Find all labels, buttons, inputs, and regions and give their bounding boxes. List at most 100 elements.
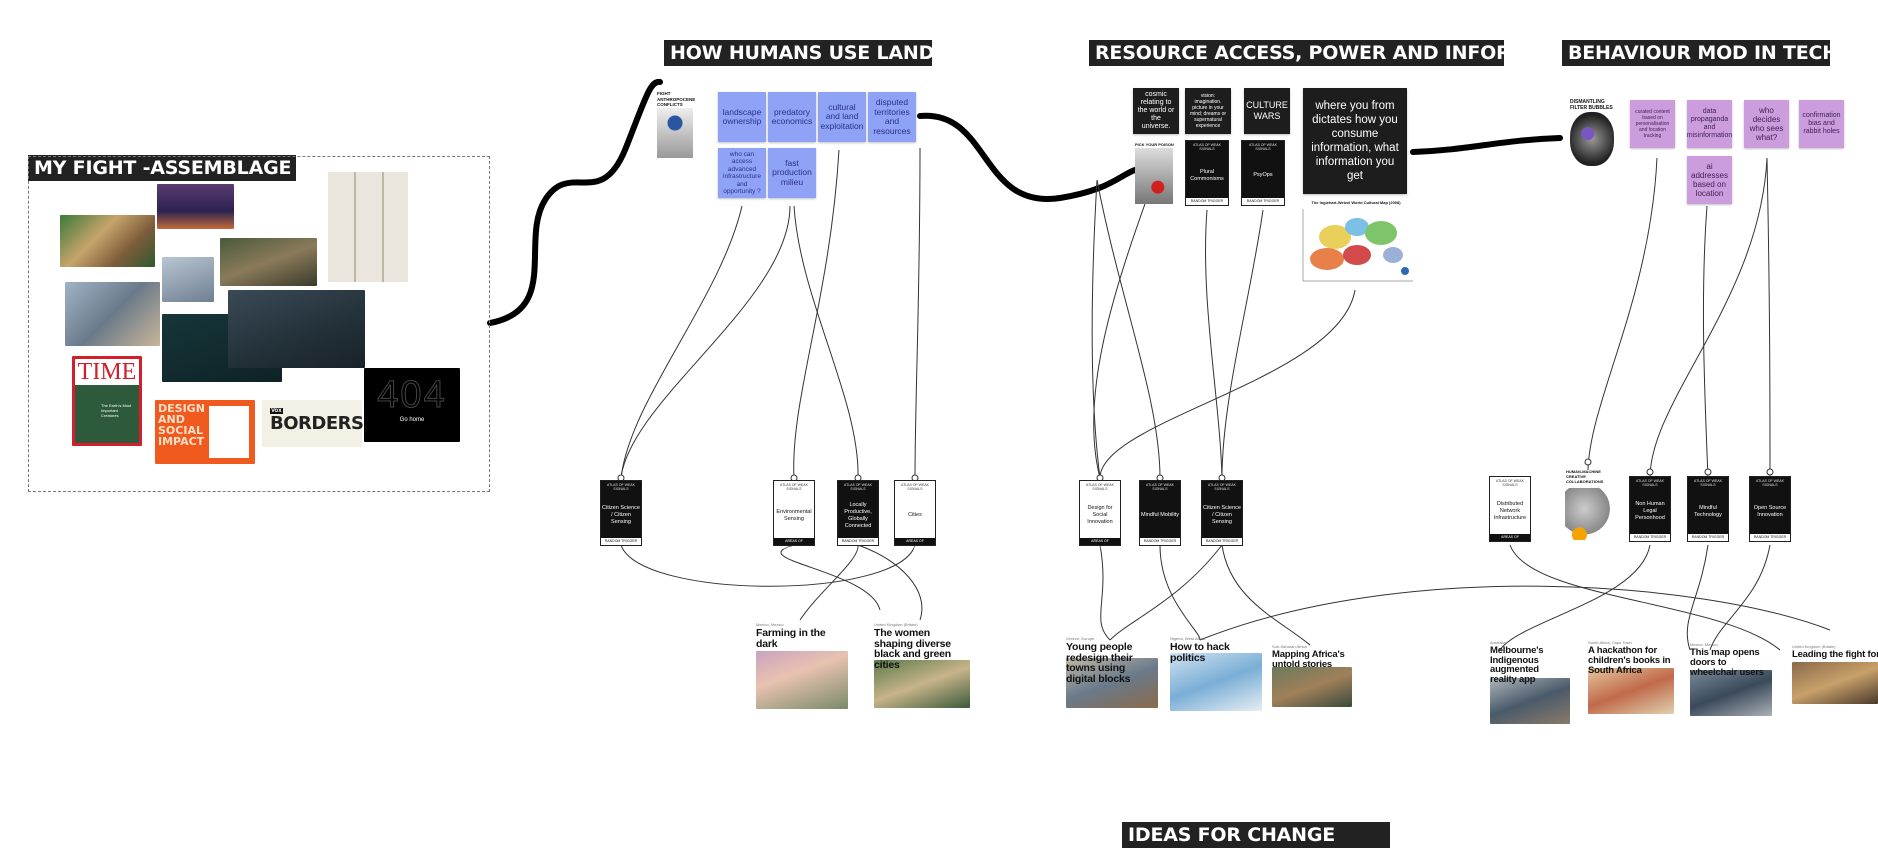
card-plural-commonisms[interactable]: ATLAS OF WEAK SIGNALS Plural Commonisms … bbox=[1185, 140, 1229, 206]
article-title: Young people redesign their towns using … bbox=[1066, 641, 1133, 685]
time-magazine-cover: TIME The Earth's Most Important Creature… bbox=[72, 356, 142, 446]
card-psyops[interactable]: ATLAS OF WEAK SIGNALS PsyOps RANDOM TRIG… bbox=[1241, 140, 1285, 206]
article-image bbox=[1792, 662, 1878, 704]
article-image bbox=[1490, 678, 1570, 724]
article-animal-rights[interactable]: United Kingdom (Britain) Leading the fig… bbox=[1792, 644, 1878, 717]
design-social-impact-book: DESIGN AND SOCIAL IMPACT bbox=[155, 400, 255, 464]
sticky-who-decides[interactable]: who decides who sees what? bbox=[1744, 100, 1789, 148]
card-label: Mindful Mobility bbox=[1141, 512, 1179, 518]
article-kicker: Mexico, Mexico bbox=[756, 622, 784, 627]
article-title: Mapping Africa's untold stories bbox=[1272, 649, 1345, 670]
article-body bbox=[1170, 714, 1262, 724]
card-bottom-label: RANDOM TRIGGER bbox=[1140, 538, 1180, 545]
article-title: A hackathon for children's books in Sout… bbox=[1588, 645, 1671, 676]
sticky-confirmation-bias[interactable]: confirmation bias and rabbit holes bbox=[1799, 100, 1844, 148]
card-bottom-label: AREAS OF OPPORTUNITY bbox=[1080, 538, 1120, 550]
article-women-shaping-cities[interactable]: United Kingdom (Britain) The women shapi… bbox=[874, 622, 970, 721]
card-bottom-label: RANDOM TRIGGER bbox=[1688, 534, 1728, 541]
photo-group bbox=[220, 238, 317, 286]
article-title: Leading the fight for animal rights bbox=[1792, 650, 1878, 660]
article-image bbox=[1690, 670, 1772, 716]
card-top-label: ATLAS OF WEAK SIGNALS bbox=[1193, 143, 1221, 151]
article-mapping-africa[interactable]: Sub-Saharan Africa Mapping Africa's unto… bbox=[1272, 644, 1352, 720]
article-hackathon-childrens-books[interactable]: South Africa, Cape Town A hackathon for … bbox=[1588, 640, 1674, 727]
card-bottom-label: RANDOM TRIGGER bbox=[1186, 198, 1228, 205]
signal-card-non-human-personhood[interactable]: ATLAS OF WEAK SIGNALS Non Human Legal Pe… bbox=[1629, 476, 1671, 542]
borders-title: BORDERS bbox=[270, 413, 364, 434]
sticky-disputed-territories[interactable]: disputed territories and resources bbox=[868, 92, 916, 142]
sticky-cultural-exploitation[interactable]: cultural and land exploitation bbox=[818, 92, 866, 142]
signal-card-design-social-innovation[interactable]: ATLAS OF WEAK SIGNALS Design for Social … bbox=[1079, 480, 1121, 550]
card-bottom-label: RANDOM TRIGGER bbox=[838, 538, 878, 545]
photo-town bbox=[60, 215, 155, 267]
error-code: 404 bbox=[377, 374, 447, 417]
card-label: PsyOps bbox=[1253, 172, 1273, 178]
sticky-curated-content[interactable]: curated content based on personalisation… bbox=[1630, 100, 1675, 148]
card-bottom-label: RANDOM TRIGGER bbox=[1750, 534, 1790, 541]
header-my-fight: MY FIGHT -ASSEMBLAGE bbox=[28, 155, 296, 181]
sticky-data-propaganda[interactable]: data propaganda and misinformation bbox=[1687, 100, 1732, 148]
signal-card-locally-productive[interactable]: ATLAS OF WEAK SIGNALS Locally Productive… bbox=[837, 480, 879, 546]
article-body bbox=[756, 712, 848, 722]
assemblage-frame bbox=[28, 156, 490, 492]
sticky-fast-production[interactable]: fast production milieu bbox=[768, 148, 816, 198]
card-top-label: ATLAS OF WEAK SIGNALS bbox=[1756, 479, 1784, 487]
card-top-label: ATLAS OF WEAK SIGNALS bbox=[901, 483, 929, 491]
article-kicker: Greece, Europe bbox=[1066, 636, 1095, 641]
signal-card-citizen-science-1[interactable]: ATLAS OF WEAK SIGNALS Citizen Science / … bbox=[600, 480, 642, 546]
signal-card-open-source[interactable]: ATLAS OF WEAK SIGNALS Open Source Innova… bbox=[1749, 476, 1791, 542]
header-resource: RESOURCE ACCESS, POWER AND INFORMATION bbox=[1089, 40, 1594, 66]
article-body bbox=[1066, 711, 1158, 721]
card-label: Design for Social Innovation bbox=[1087, 505, 1113, 525]
poison-figure bbox=[1135, 148, 1173, 204]
card-label: Cities bbox=[908, 512, 922, 518]
article-title: Farming in the dark bbox=[756, 627, 826, 650]
robot-figure bbox=[1565, 488, 1613, 540]
book-spread bbox=[209, 406, 249, 458]
signal-card-cities[interactable]: ATLAS OF WEAK SIGNALS Cities AREAS OF OP… bbox=[894, 480, 936, 550]
video-thumbnail-2[interactable] bbox=[228, 290, 365, 368]
sticky-landscape-ownership[interactable]: landscape ownership bbox=[718, 92, 766, 142]
article-body bbox=[1690, 719, 1772, 729]
article-kicker: Sub-Saharan Africa bbox=[1272, 644, 1307, 649]
sticky-vision[interactable]: vision: imagination. picture in your min… bbox=[1185, 88, 1231, 134]
card-top-label: ATLAS OF WEAK SIGNALS bbox=[607, 483, 635, 491]
article-image bbox=[1066, 658, 1158, 708]
header-land: HOW HUMANS USE LAND bbox=[664, 40, 934, 66]
article-melbourne-ar-app[interactable]: Australia Melbourne's Indigenous augment… bbox=[1490, 640, 1570, 737]
sticky-where-you-from[interactable]: where you from dictates how you consume … bbox=[1303, 88, 1407, 194]
card-label: Open Source Innovation bbox=[1753, 504, 1787, 518]
signal-card-mindful-technology[interactable]: ATLAS OF WEAK SIGNALS Mindful Technology… bbox=[1687, 476, 1729, 542]
article-title: This map opens doors to wheelchair users bbox=[1690, 647, 1764, 678]
article-kicker: United Kingdom (Britain) bbox=[874, 622, 918, 627]
card-label: Locally Productive, Globally Connected bbox=[844, 501, 872, 529]
sticky-cosmic[interactable]: cosmic relating to the world or the univ… bbox=[1133, 88, 1179, 134]
card-bottom-label: AREAS OF OPPORTUNITY bbox=[895, 538, 935, 550]
card-label: Non Human Legal Personhood bbox=[1635, 501, 1665, 521]
article-image bbox=[756, 651, 848, 709]
sticky-predatory-economics[interactable]: predatory economics bbox=[768, 92, 816, 142]
signal-card-citizen-science-2[interactable]: ATLAS OF WEAK SIGNALS Citizen Science / … bbox=[1201, 480, 1243, 546]
signal-card-mindful-mobility[interactable]: ATLAS OF WEAK SIGNALS Mindful Mobility R… bbox=[1139, 480, 1181, 546]
sticky-ai-addresses[interactable]: ai addresses based on location bbox=[1687, 156, 1732, 204]
cultural-map: The Inglehart-Welzel World Cultural Map … bbox=[1297, 200, 1415, 292]
card-top-label: ATLAS OF WEAK SIGNALS bbox=[1208, 483, 1236, 491]
article-title: How to hack politics bbox=[1170, 641, 1230, 664]
go-home-link[interactable]: Go home bbox=[399, 417, 425, 423]
article-map-wheelchair[interactable]: Mexico, Mexico This map opens doors to w… bbox=[1690, 642, 1772, 729]
cultural-map-graphic bbox=[1302, 209, 1413, 282]
article-young-people-redesign[interactable]: Greece, Europe Young people redesign the… bbox=[1066, 636, 1158, 721]
article-image bbox=[1170, 653, 1262, 711]
article-kicker: South Africa, Cape Town bbox=[1588, 640, 1632, 645]
card-label: Distributed Network Infrastructure bbox=[1493, 501, 1527, 521]
article-body bbox=[1588, 717, 1674, 727]
sticky-infrastructure-access[interactable]: who can access advanced infrastructure a… bbox=[718, 148, 766, 198]
article-hack-politics[interactable]: Nigeria, West Africa How to hack politic… bbox=[1170, 636, 1262, 724]
time-logo: TIME bbox=[75, 359, 139, 385]
article-farming-in-the-dark[interactable]: Mexico, Mexico Farming in the dark bbox=[756, 622, 848, 722]
sticky-culture-wars[interactable]: CULTURE WARS bbox=[1244, 88, 1290, 134]
signal-card-environmental-sensing[interactable]: ATLAS OF WEAK SIGNALS Environmental Sens… bbox=[773, 480, 815, 550]
cultural-map-title: The Inglehart-Welzel World Cultural Map … bbox=[1311, 200, 1401, 205]
card-label: Environmental Sensing bbox=[776, 508, 812, 522]
signal-card-distributed-network[interactable]: ATLAS OF WEAK SIGNALS Distributed Networ… bbox=[1489, 476, 1531, 546]
